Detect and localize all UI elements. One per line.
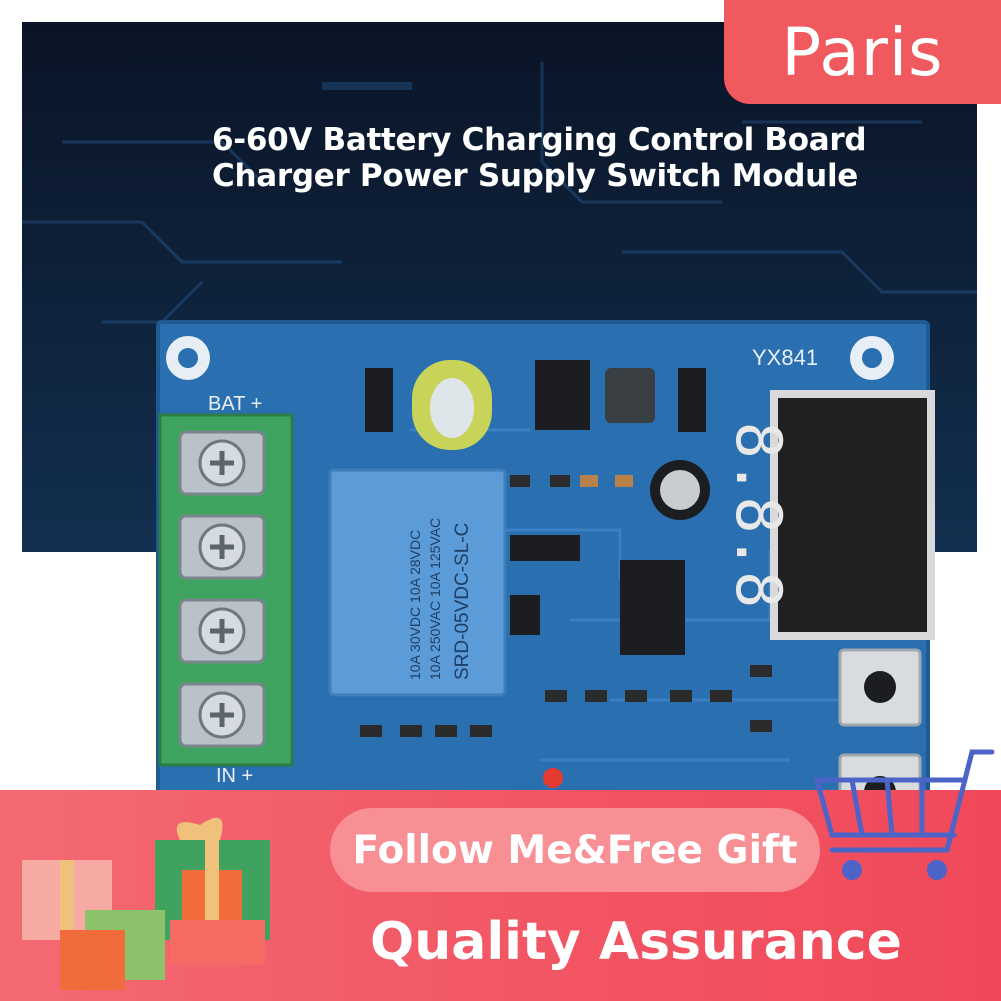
gift-box-icon <box>22 817 270 990</box>
product-title: 6-60V Battery Charging Control Board Cha… <box>212 122 932 194</box>
brand-badge: Paris <box>724 0 1001 104</box>
title-line-2: Charger Power Supply Switch Module <box>212 158 858 194</box>
relay-rating-text-2: 10A 30VDC 10A 28VDC <box>407 530 423 680</box>
display-digits: 8.8.8 <box>722 422 795 609</box>
quality-assurance-text: Quality Assurance <box>370 912 902 972</box>
product-image: YX841 BAT + IN + <box>150 320 950 840</box>
relay-rating-text-1: 10A 250VAC 10A 125VAC <box>427 518 443 680</box>
relay-model-text: SRD-05VDC-SL-C <box>452 523 473 680</box>
capacitor <box>412 360 492 450</box>
relay: SRD-05VDC-SL-C 10A 250VAC 10A 125VAC 10A… <box>328 468 507 697</box>
seven-segment-display: 8.8.8 <box>722 390 935 640</box>
board-model-label: YX841 <box>752 345 818 370</box>
in-terminal-label: IN + <box>216 765 253 787</box>
bat-terminal-label: BAT + <box>208 393 262 415</box>
terminal-block <box>158 413 294 767</box>
follow-gift-text: Follow Me&Free Gift <box>352 827 798 873</box>
brand-name: Paris <box>781 13 944 91</box>
follow-gift-pill: Follow Me&Free Gift <box>330 808 820 892</box>
shopping-cart-icon <box>813 749 995 880</box>
title-line-1: 6-60V Battery Charging Control Board <box>212 122 867 158</box>
charging-board-illustration: YX841 BAT + IN + <box>156 320 935 834</box>
